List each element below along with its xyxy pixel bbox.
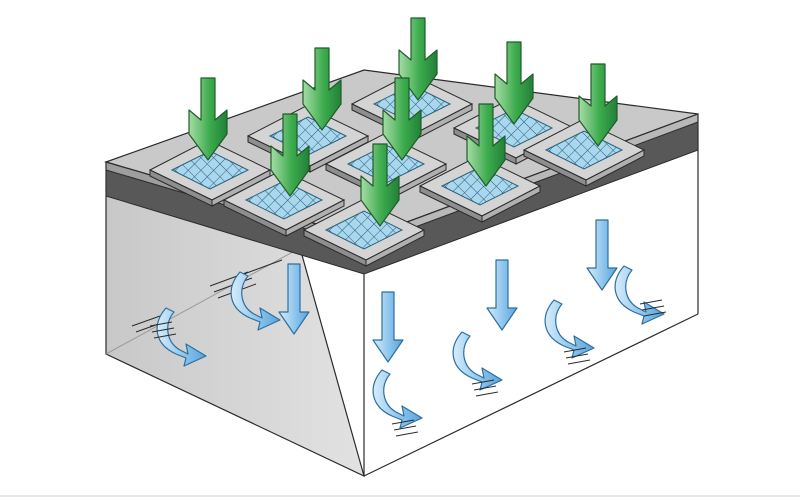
swirl-arrow-icon [452,331,503,391]
swirl-arrow-icon [544,299,595,359]
swirl-arrow-icon [372,369,423,429]
downflow-arrow-icon [372,291,404,363]
downflow-arrow-icon [586,219,618,291]
downflow-arrow-icon [486,259,518,331]
room-enclosure [105,148,699,478]
swirl-arrow-icon [614,265,665,325]
room-front-edge [363,313,699,477]
